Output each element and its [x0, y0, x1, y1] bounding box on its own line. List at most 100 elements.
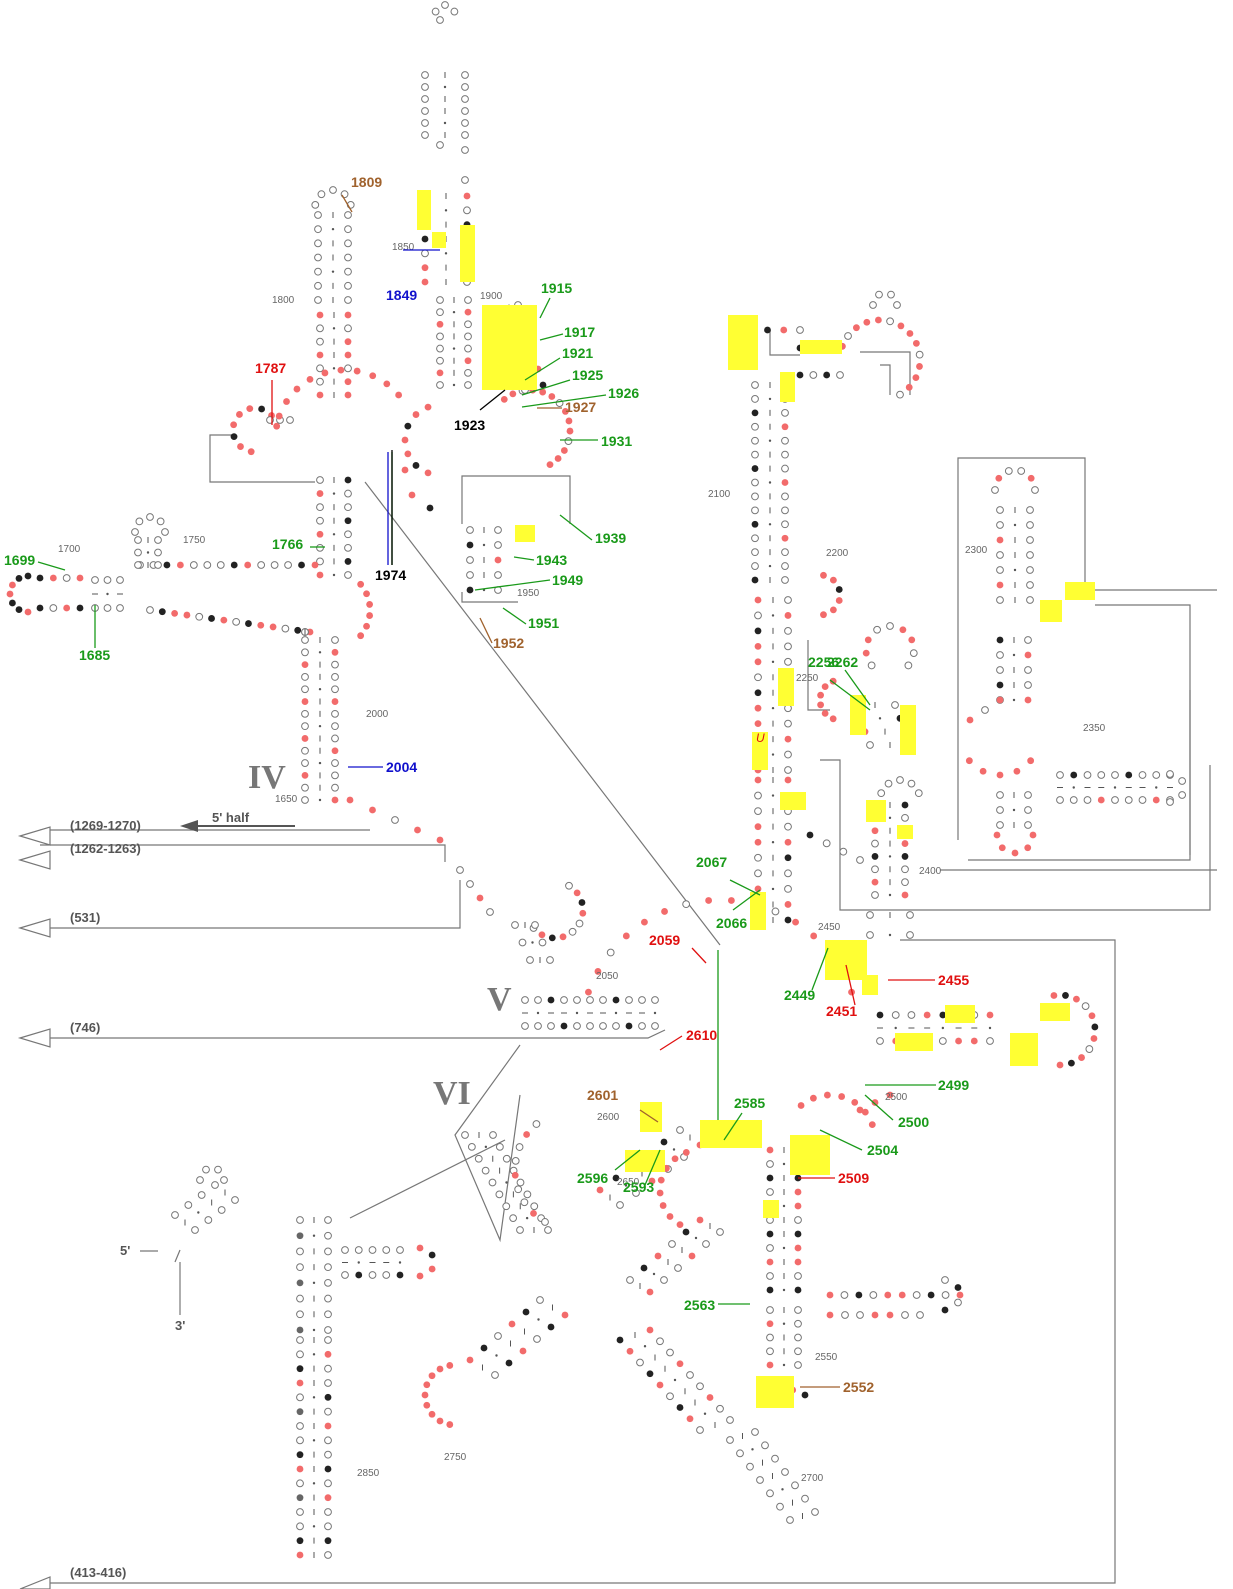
gu-pair-dot [888, 855, 892, 858]
nucleotide [754, 673, 762, 682]
nucleotide [191, 1226, 199, 1234]
nucleotide [245, 620, 252, 627]
nucleotide [426, 504, 434, 512]
connector-label-413: (413-416) [70, 1565, 126, 1580]
nucleotide [810, 932, 818, 940]
nucleotide [301, 673, 309, 681]
nucleotide [412, 462, 420, 469]
nucleotide [296, 1451, 304, 1459]
nucleotide [578, 899, 586, 906]
nucleotide [324, 1522, 332, 1531]
nucleotide [15, 606, 23, 613]
nucleotide [314, 253, 322, 262]
nucleotide [1138, 771, 1147, 779]
nucleotide [781, 408, 789, 417]
nucleotide [346, 796, 354, 804]
nucleotide [1026, 581, 1034, 589]
nucleotide [794, 1272, 802, 1280]
nucleotide [648, 1177, 656, 1185]
nucleotide [766, 1347, 774, 1356]
nucleotide [797, 1102, 805, 1109]
nucleotide [414, 826, 421, 834]
nucleotide [421, 131, 429, 139]
highlight-box [417, 190, 431, 230]
nucleotide [9, 581, 16, 589]
nucleotide [764, 326, 771, 334]
gu-pair-dot [312, 1525, 316, 1528]
nucleotide [781, 450, 789, 459]
nucleotide [230, 421, 238, 429]
nucleotide [103, 576, 112, 584]
gu-pair-dot [782, 1322, 786, 1325]
nucleotide [324, 1350, 332, 1358]
nucleotide [314, 296, 322, 304]
nucleotide [344, 225, 352, 234]
nucleotide [996, 551, 1004, 559]
gu-pair-dot [312, 1439, 316, 1442]
nucleotide [244, 561, 252, 569]
nucleotide [954, 1298, 962, 1307]
gu-pair-dot [782, 1246, 786, 1250]
nucleotide [638, 1022, 646, 1030]
nucleotide [331, 747, 339, 755]
nucleotide [324, 1407, 332, 1416]
nucleotide [368, 1246, 377, 1254]
nucleotide [396, 1246, 404, 1254]
nucleotide [781, 520, 789, 529]
ruler-number: 2200 [826, 548, 849, 559]
gu-pair-dot [452, 383, 456, 387]
nucleotide [344, 296, 352, 304]
callout-leader [341, 194, 353, 213]
gu-pair-dot [197, 1211, 200, 1214]
nucleotide [875, 290, 883, 299]
nucleotide [565, 881, 573, 890]
nucleotide [809, 1094, 817, 1102]
highlight-box [900, 705, 916, 755]
nucleotide [324, 1247, 332, 1256]
ruler-number: 2850 [357, 1468, 380, 1479]
nucleotide [871, 827, 879, 835]
gu-pair-dot [1072, 786, 1075, 789]
nucleotide [382, 1246, 391, 1254]
nucleotide [656, 1381, 664, 1389]
nucleotide [676, 1360, 684, 1368]
nucleotide [466, 571, 474, 579]
gu-pair-dot [781, 1488, 784, 1491]
nucleotide [1024, 666, 1032, 674]
nucleotide [531, 921, 539, 929]
nucleotide [134, 561, 142, 569]
nucleotide [901, 840, 909, 847]
nucleotide [344, 543, 352, 552]
ruler-number: 2000 [366, 709, 389, 720]
nucleotide [301, 722, 309, 731]
nucleotide [794, 1230, 802, 1238]
nucleotide [766, 1333, 774, 1342]
nucleotide [301, 709, 309, 718]
nucleotide [751, 562, 759, 570]
nucleotide [784, 719, 792, 728]
nucleotide [296, 1436, 304, 1445]
nucleotide [656, 1189, 664, 1197]
gu-pair-dot [771, 706, 775, 710]
nucleotide [466, 1356, 474, 1364]
nucleotide [301, 661, 309, 669]
nucleotide [436, 356, 444, 365]
nucleotide [301, 685, 309, 694]
nucleotide [726, 1416, 734, 1424]
nucleotide [331, 759, 339, 767]
nucleotide [901, 853, 909, 860]
nucleotide [316, 377, 324, 386]
nucleotide [1056, 771, 1064, 779]
highlight-box [866, 800, 886, 822]
ruler-number: 1650 [275, 794, 298, 805]
highlight-box [482, 305, 537, 390]
nucleotide [941, 1306, 949, 1314]
nucleotide [891, 701, 899, 709]
callout-leader [659, 1035, 683, 1051]
ruler-number: 2600 [597, 1112, 620, 1123]
nucleotide [1083, 771, 1092, 779]
nucleotide [869, 1291, 878, 1299]
nucleotide [905, 383, 913, 391]
callout-leader [539, 297, 551, 319]
